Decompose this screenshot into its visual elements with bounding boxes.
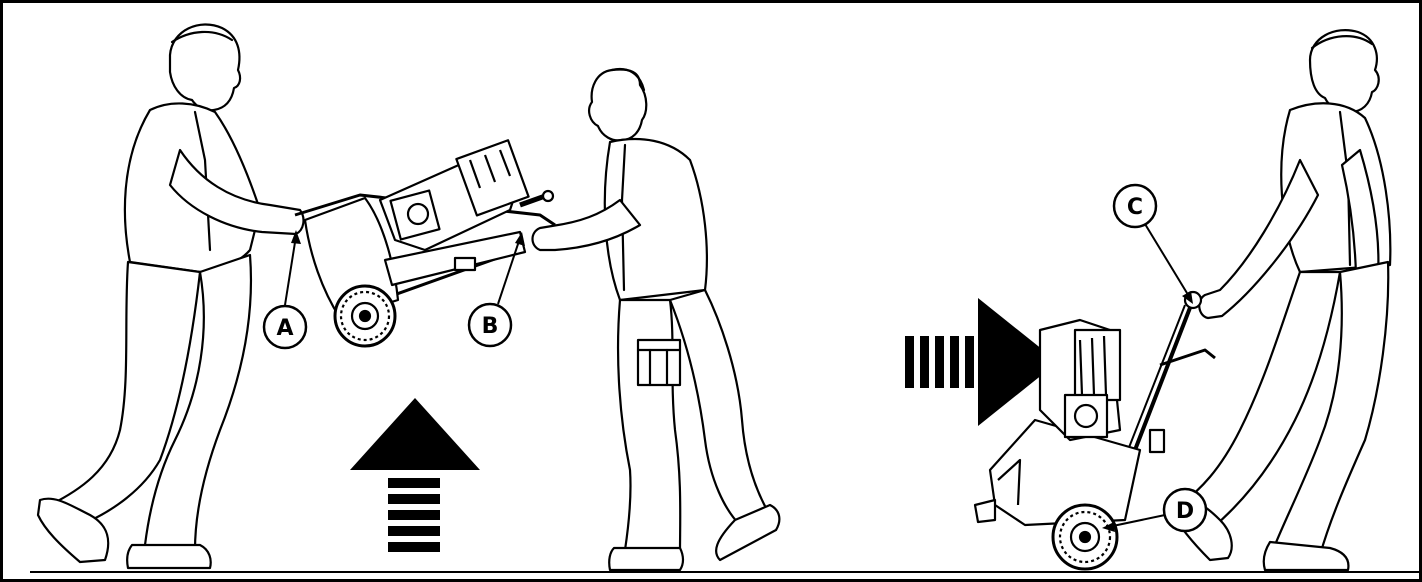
pump-cart-lifted (294, 139, 556, 348)
callout-b: B (467, 232, 525, 348)
callout-b-label: B (482, 314, 499, 339)
person-left (36, 23, 305, 570)
pump-cart-rolling (973, 290, 1216, 571)
callout-c: C (1112, 183, 1193, 304)
callout-a-label: A (276, 316, 293, 341)
callout-c-label: C (1127, 195, 1143, 220)
callout-a: A (262, 230, 308, 350)
callout-d: D (1102, 487, 1208, 533)
callout-d-label: D (1176, 499, 1194, 524)
right-arrow (905, 298, 1058, 426)
person-right (1170, 29, 1392, 572)
up-arrow (350, 398, 480, 552)
person-middle (531, 67, 781, 572)
